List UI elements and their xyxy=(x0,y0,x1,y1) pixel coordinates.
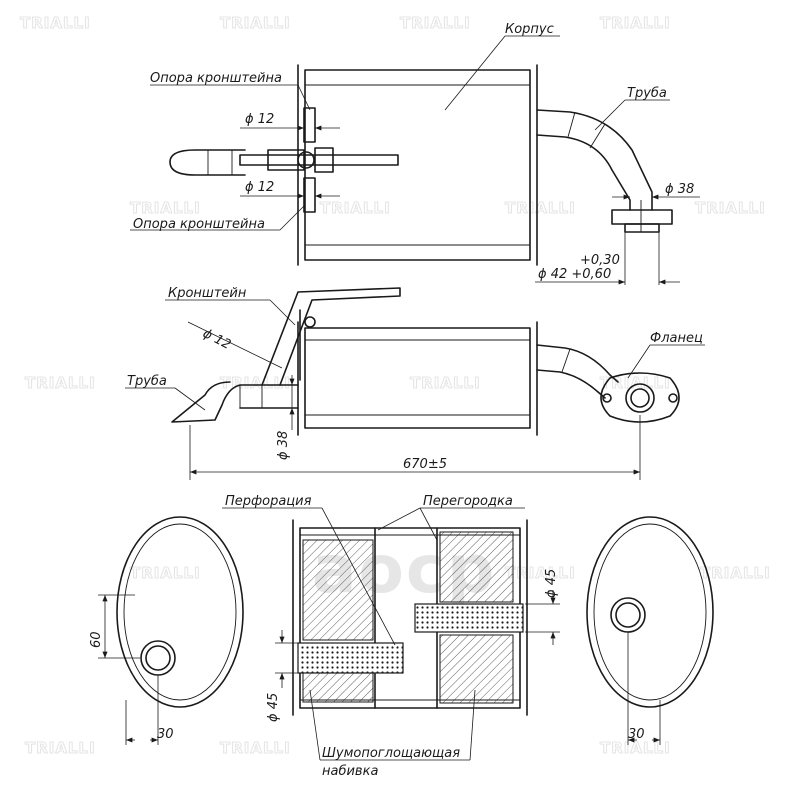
right-end-view xyxy=(586,516,714,708)
watermark: TRIALLI xyxy=(600,374,671,392)
label-bracket-support-top: Опора кронштейна xyxy=(150,71,282,86)
dim-dia12-bottom: ϕ 12 xyxy=(245,180,274,195)
watermark: TRIALLI xyxy=(130,564,201,582)
watermark: TRIALLI xyxy=(410,374,481,392)
watermark: TRIALLI xyxy=(600,739,671,757)
label-pipe-side: Труба xyxy=(127,374,167,389)
watermark: TRIALLI xyxy=(320,199,391,217)
side-view xyxy=(171,287,680,436)
label-sound-absorbing-line2: набивка xyxy=(322,764,378,779)
watermark: TRIALLI xyxy=(400,14,471,32)
side-view-annotations: Кронштейн ϕ 12 Труба Фланец ϕ 38 670±5 xyxy=(125,286,705,480)
watermark: TRIALLI xyxy=(505,199,576,217)
right-end-annotations: 30 xyxy=(627,632,661,745)
left-end-view xyxy=(116,516,244,708)
dim-dia42-tol: ϕ 42 +0,60 xyxy=(538,267,611,282)
label-body: Корпус xyxy=(505,22,554,37)
dim-length: 670±5 xyxy=(403,457,447,472)
dim-30-left: 30 xyxy=(157,727,174,742)
watermark: TRIALLI xyxy=(220,374,291,392)
label-bracket: Кронштейн xyxy=(168,286,247,301)
watermark: TRIALLI xyxy=(505,564,576,582)
section-annotations: Перфорация Перегородка ϕ 45 ϕ 45 Шумопог… xyxy=(222,494,560,779)
dim-dia45-left: ϕ 45 xyxy=(266,693,281,722)
label-perforation: Перфорация xyxy=(225,494,312,509)
dim-dia38-top: ϕ 38 xyxy=(665,182,694,197)
label-partition: Перегородка xyxy=(423,494,513,509)
top-view-annotations: Корпус Опора кронштейна ϕ 12 ϕ 12 Опора … xyxy=(130,22,700,285)
label-pipe-top: Труба xyxy=(627,86,667,101)
dim-dia38-side: ϕ 38 xyxy=(276,431,291,460)
dim-30-right: 30 xyxy=(628,727,645,742)
watermark: TRIALLI xyxy=(25,739,96,757)
watermark: TRIALLI xyxy=(130,199,201,217)
label-flange: Фланец xyxy=(650,331,703,346)
dim-dia12-top: ϕ 12 xyxy=(245,112,274,127)
watermark: TRIALLI xyxy=(695,199,766,217)
dim-dia45-right: ϕ 45 xyxy=(544,569,559,598)
left-end-annotations: 60 30 xyxy=(89,594,174,745)
watermark: TRIALLI xyxy=(600,14,671,32)
watermark: TRIALLI xyxy=(700,564,771,582)
dim-dia12-bracket: ϕ 12 xyxy=(200,326,233,353)
label-bracket-support-bottom: Опора кронштейна xyxy=(133,217,265,232)
label-sound-absorbing-line1: Шумопоглощающая xyxy=(322,746,460,761)
watermark: TRIALLI xyxy=(25,374,96,392)
watermark: TRIALLI xyxy=(220,14,291,32)
watermark: TRIALLI xyxy=(220,739,291,757)
watermark: TRIALLI xyxy=(20,14,91,32)
top-view xyxy=(169,64,673,266)
dim-tol-upper: +0,30 xyxy=(580,253,620,268)
dim-60: 60 xyxy=(89,631,104,648)
